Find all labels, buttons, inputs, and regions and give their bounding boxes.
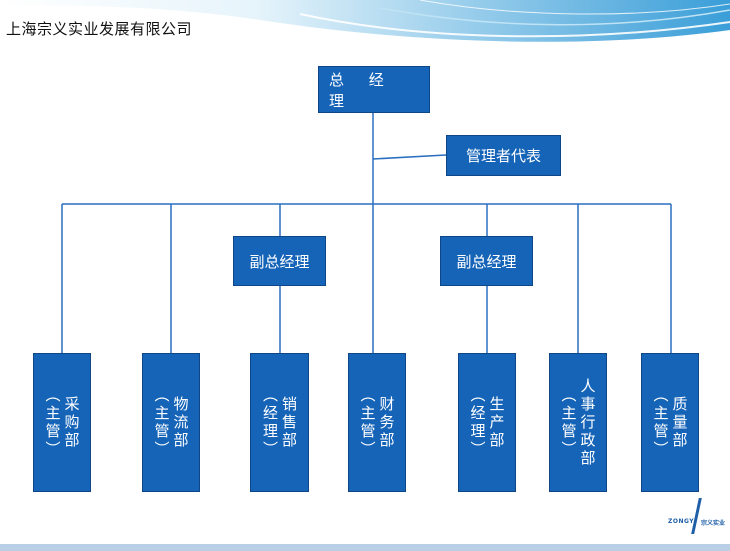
company-logo: ZONGYI 宗义实业 [668,496,728,536]
logo-text-chinese: 宗义实业 [701,520,726,527]
department-production: 生产部 （经理） [458,353,516,492]
department-name: 物流部 [171,395,190,450]
department-name: 人事行政部 [578,377,597,468]
vice-president-right-box: 副总经理 [440,236,533,286]
bottom-bar [0,544,730,551]
department-role: （主管） [43,386,62,459]
header-wave-background [0,0,730,42]
ceo-box: 总 经 理 [318,66,430,113]
logo-slash-mark [691,498,702,534]
department-sales: 销售部 （经理） [250,353,309,492]
department-name: 销售部 [280,395,298,450]
logo-text-latin: ZONGYI [668,518,697,525]
company-name: 上海宗义实业发展有限公司 [6,20,193,38]
department-hr-admin: 人事行政部 （主管） [549,353,607,492]
department-role: （主管） [358,386,377,459]
department-name: 生产部 [487,395,506,450]
department-purchasing: 采购部 （主管） [33,353,91,492]
department-quality: 质量部 （主管） [641,353,699,492]
department-role: （主管） [559,386,578,459]
department-name: 质量部 [670,395,689,450]
department-role: （主管） [152,386,171,459]
department-role: （经理） [468,386,487,459]
department-name: 采购部 [62,395,81,450]
department-name: 财务部 [377,395,396,450]
department-role: （主管） [651,386,670,459]
department-finance: 财务部 （主管） [348,353,406,492]
department-role: （经理） [261,386,279,459]
vice-president-left-box: 副总经理 [233,236,326,286]
management-representative-box: 管理者代表 [446,135,561,176]
department-logistics: 物流部 （主管） [142,353,200,492]
